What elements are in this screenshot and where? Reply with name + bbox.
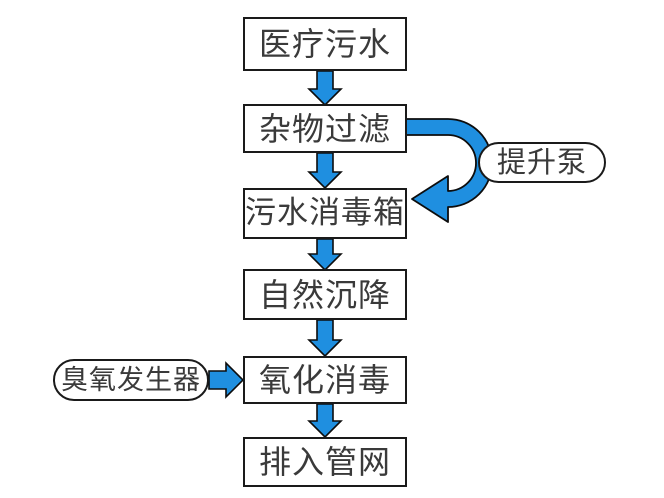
arrow-settling-to-oxidation <box>307 319 343 358</box>
node-debris-filter[interactable]: 杂物过滤 <box>243 104 407 153</box>
node-ozone-generator[interactable]: 臭氧发生器 <box>53 359 209 401</box>
node-medical-wastewater[interactable]: 医疗污水 <box>243 17 407 71</box>
node-lift-pump[interactable]: 提升泵 <box>478 142 606 183</box>
arrow-ozone-to-oxidation <box>208 361 245 399</box>
arrow-tank-to-settling <box>307 238 343 272</box>
node-oxidation-disinfect[interactable]: 氧化消毒 <box>243 356 407 404</box>
node-label: 提升泵 <box>496 145 587 179</box>
node-discharge-to-pipes[interactable]: 排入管网 <box>243 437 407 487</box>
node-disinfection-tank[interactable]: 污水消毒箱 <box>243 188 407 239</box>
node-label: 排入管网 <box>258 443 391 481</box>
node-label: 杂物过滤 <box>258 109 391 148</box>
arrow-filter-to-tank <box>307 152 343 190</box>
node-label: 医疗污水 <box>258 25 391 63</box>
node-label: 臭氧发生器 <box>61 364 201 396</box>
node-label: 氧化消毒 <box>258 361 391 399</box>
node-natural-settling[interactable]: 自然沉降 <box>243 269 407 320</box>
node-label: 自然沉降 <box>258 275 391 314</box>
arrow-oxidation-to-discharge <box>307 403 343 439</box>
arrow-medical-to-filter <box>307 70 343 107</box>
node-label: 污水消毒箱 <box>245 195 405 231</box>
